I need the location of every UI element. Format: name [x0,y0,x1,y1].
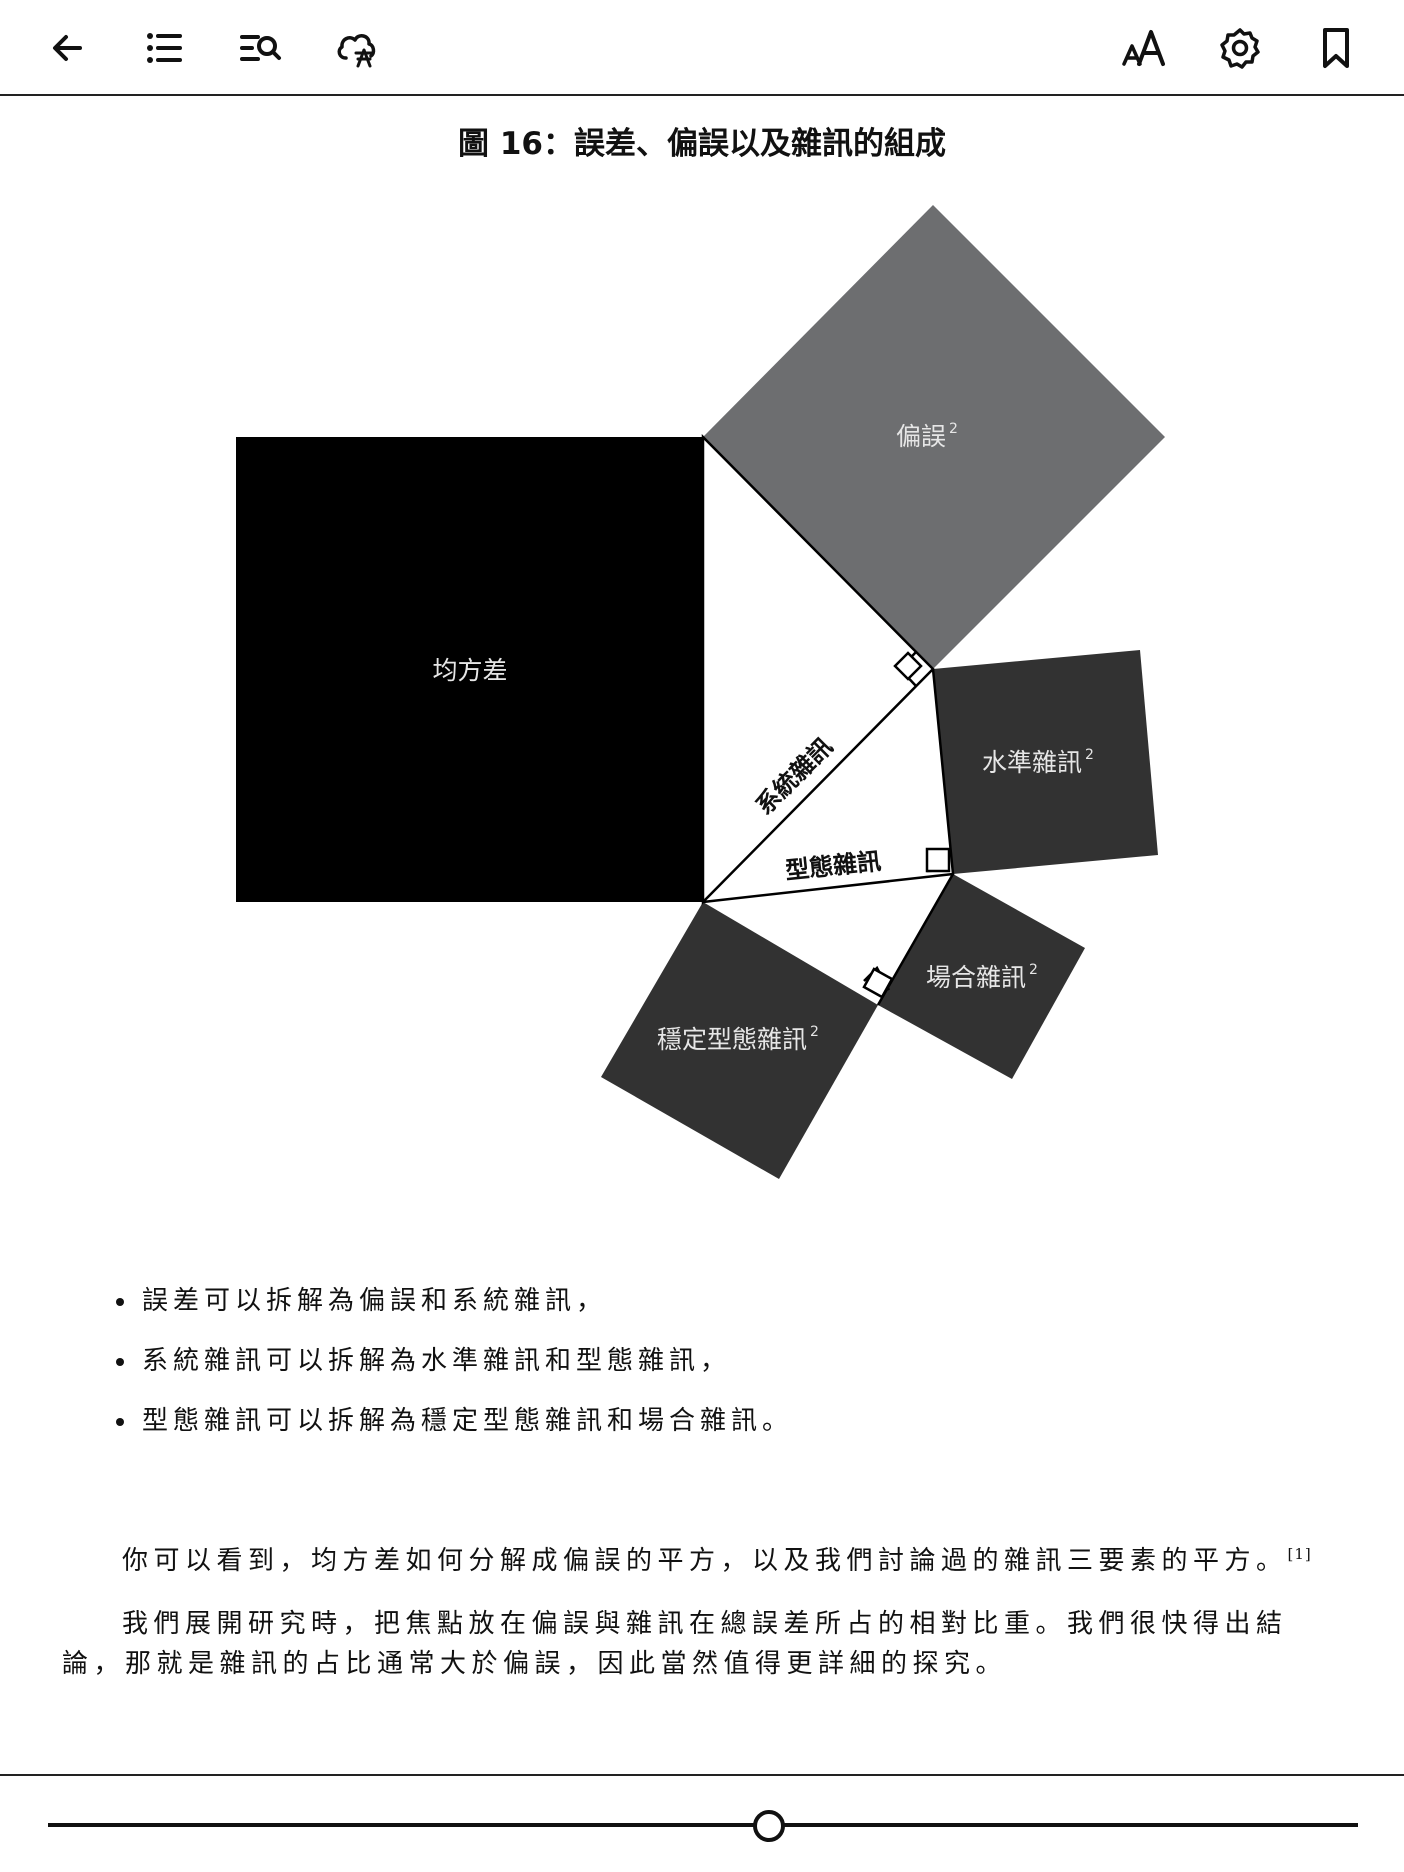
table-of-contents-icon [147,33,182,63]
table-of-contents-button[interactable] [136,20,192,76]
cloud-sync-icon [337,34,376,68]
reader-toolbar [0,0,1404,96]
back-button[interactable] [40,20,96,76]
search-button[interactable] [232,20,288,76]
occasion-noise-square [878,874,1085,1079]
right-angle-square [893,651,923,681]
footnote-link[interactable]: [1] [1287,1545,1312,1563]
bottom-divider [0,1774,1404,1776]
system-noise-label: 系統雜訊 [751,733,839,821]
sync-button[interactable] [328,20,384,76]
right-angle-square [862,967,894,999]
bookmark-icon [1323,28,1349,68]
settings-button[interactable] [1212,20,1268,76]
font-size-icon [1122,30,1165,66]
paragraph: 你可以看到，均方差如何分解成偏誤的平方，以及我們討論過的雜訊三要素的平方。[1] [122,1532,1312,1583]
decomposition-bullet-list: 誤差可以拆解為偏誤和系統雜訊， 系統雜訊可以拆解為水準雜訊和型態雜訊， 型態雜訊… [110,1283,793,1463]
stable-pattern-noise-square [601,902,878,1179]
search-in-book-icon [240,35,281,61]
paragraph-line: 論，那就是雜訊的占比通常大於偏誤，因此當然值得更詳細的探究。 [62,1649,1008,1679]
list-item: 誤差可以拆解為偏誤和系統雜訊， [110,1283,793,1343]
mse-label: 均方差 [432,656,507,685]
paragraph-text: 你可以看到，均方差如何分解成偏誤的平方，以及我們討論過的雜訊三要素的平方。 [122,1546,1288,1576]
progress-track-read [48,1823,755,1827]
settings-gear-icon [1220,28,1260,69]
paragraph-line: 我們展開研究時，把焦點放在偏誤與雜訊在總誤差所占的相對比重。我們很快得出結 [122,1609,1288,1639]
progress-track-remaining [783,1823,1358,1827]
bookmark-button[interactable] [1308,20,1364,76]
level-noise-square [933,650,1158,874]
back-arrow-icon [53,35,82,61]
font-size-button[interactable] [1116,20,1172,76]
list-item: 系統雜訊可以拆解為水準雜訊和型態雜訊， [110,1343,793,1403]
figure-title: 圖 16：誤差、偏誤以及雜訊的組成 [458,126,946,162]
list-item: 型態雜訊可以拆解為穩定型態雜訊和場合雜訊。 [110,1403,793,1463]
right-angle-square [925,847,951,873]
pattern-noise-label: 型態雜訊 [784,847,882,885]
progress-handle[interactable] [753,1810,785,1842]
mse-square [236,437,704,902]
reading-progress-slider[interactable] [48,1808,1358,1842]
